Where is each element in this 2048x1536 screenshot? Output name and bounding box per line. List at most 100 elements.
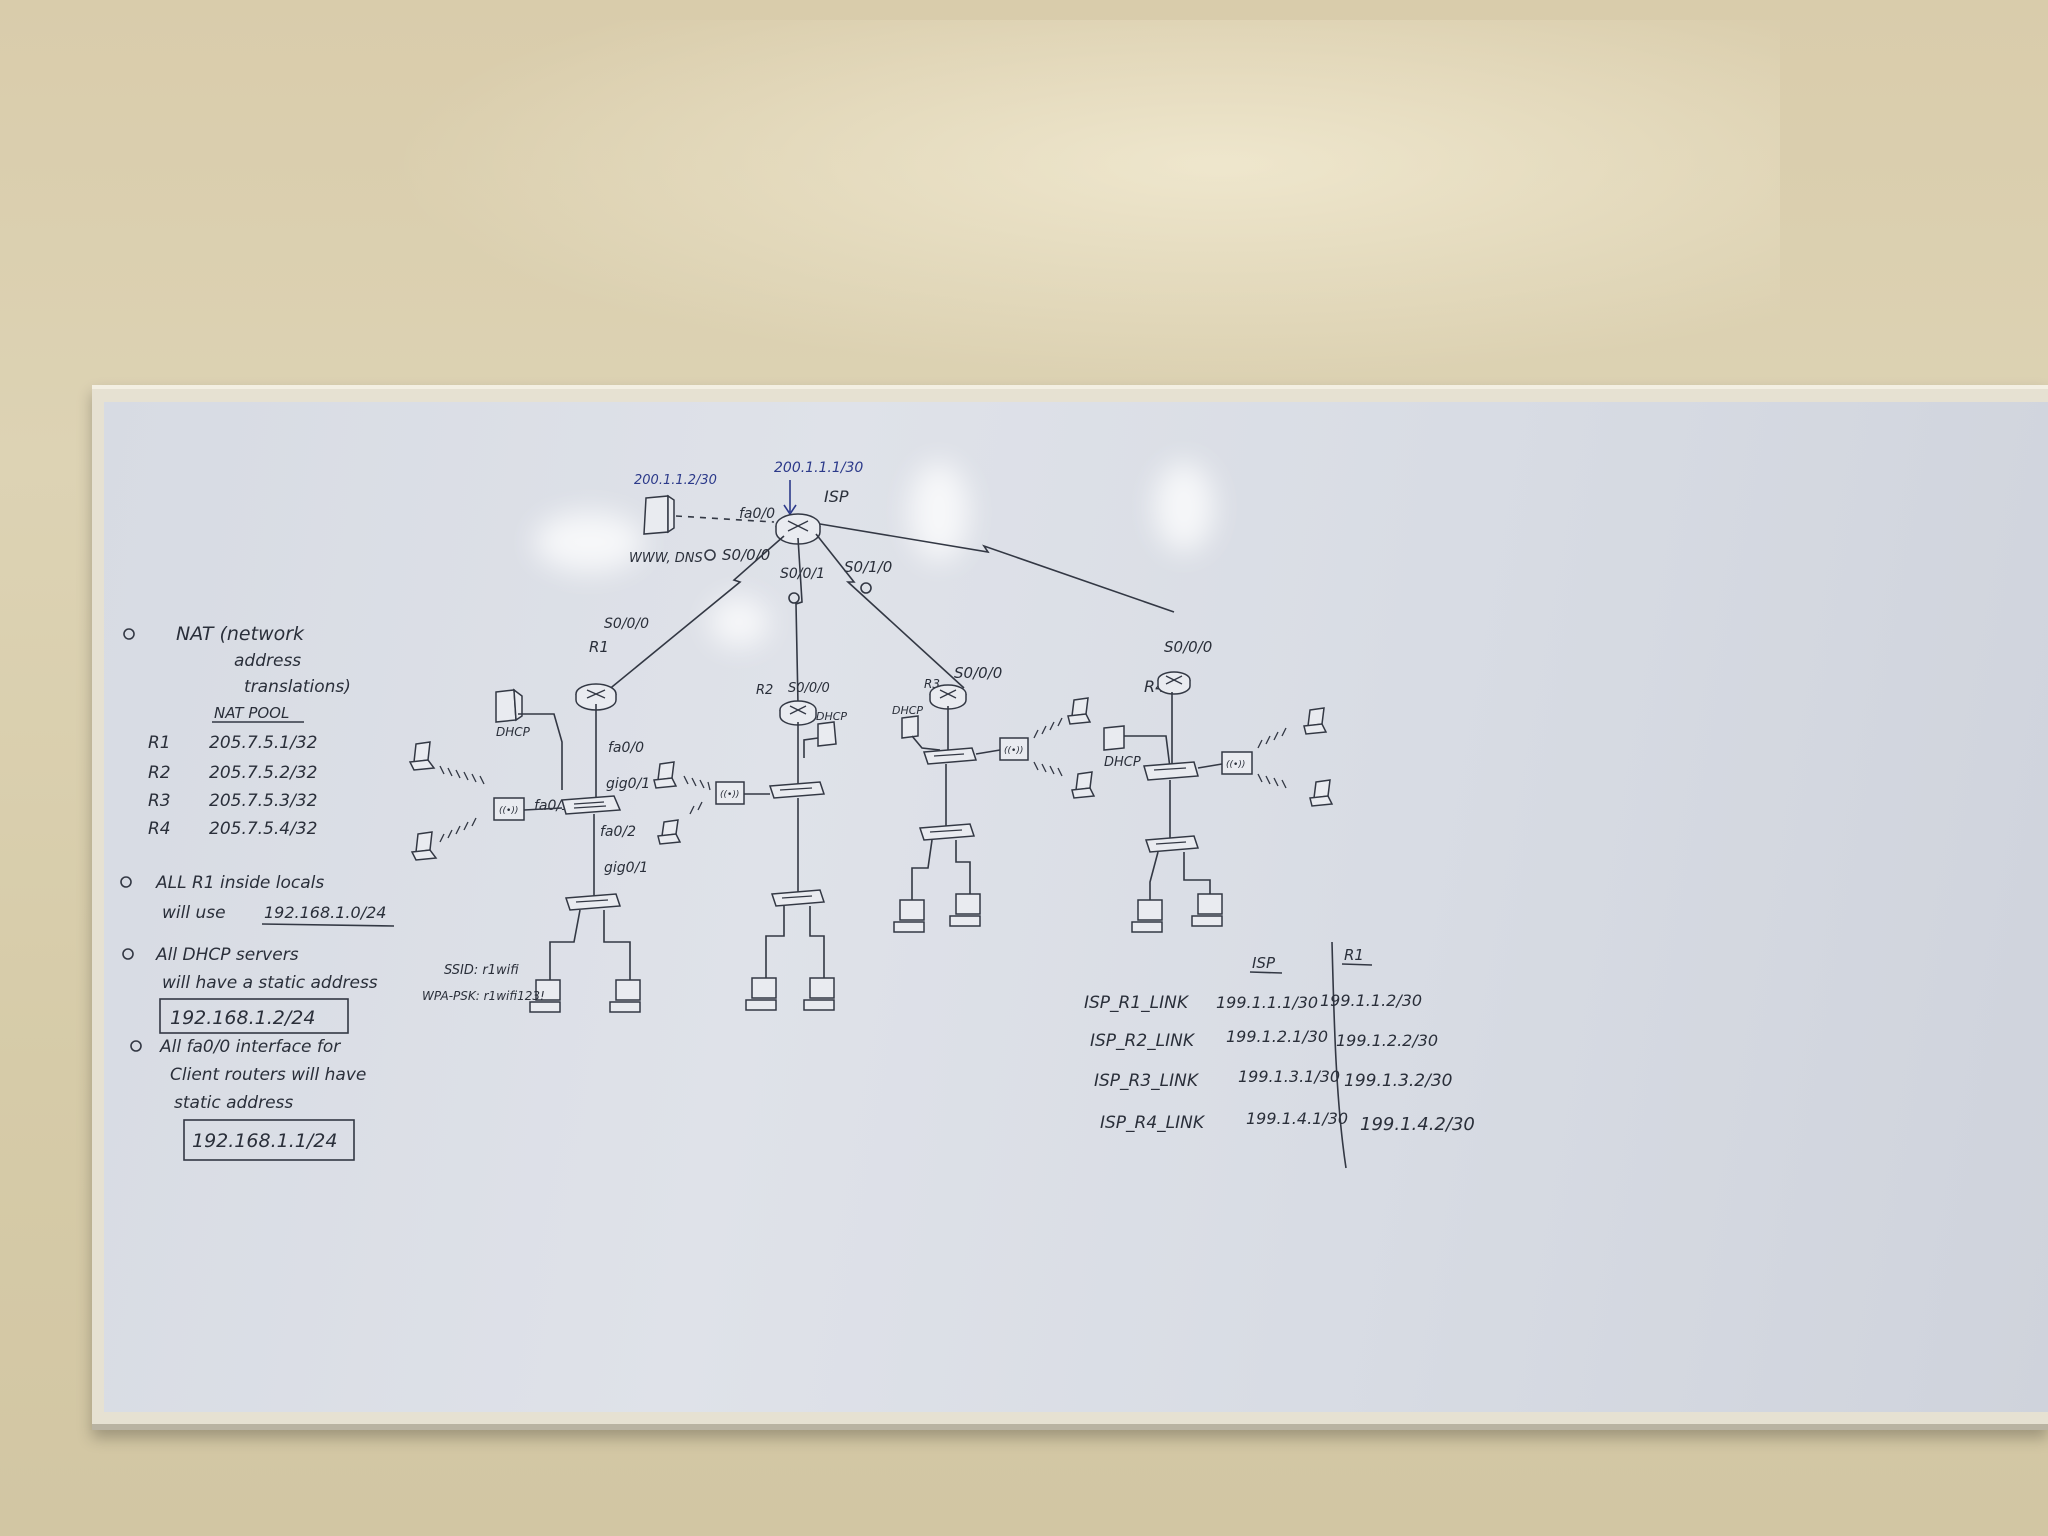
- router-icon: [575, 683, 617, 711]
- table-isp-address: 199.1.4.1/30: [1246, 1109, 1348, 1128]
- access-point-icon: ((•)): [715, 781, 745, 805]
- r1-label: R1: [589, 638, 609, 656]
- table-link-name: ISP_R2_LINK: [1090, 1031, 1196, 1051]
- nat-pool-heading: NAT POOL: [214, 704, 289, 722]
- dhcp-label: DHCP: [892, 704, 923, 717]
- table-r1-address: 199.1.4.2/30: [1360, 1114, 1475, 1135]
- svg-text:((•)): ((•)): [1004, 746, 1023, 756]
- access-point-icon: ((•)): [1221, 751, 1253, 775]
- board-glare: [1154, 462, 1214, 552]
- svg-text:((•)): ((•)): [720, 790, 739, 800]
- board-glare: [909, 462, 969, 562]
- fa-static-address: 192.168.1.1/24: [192, 1130, 337, 1152]
- r2-site: R2 S0/0/0 DHCP ((•)): [653, 681, 847, 1011]
- r1-port-label: fa0/2: [600, 824, 636, 840]
- table-divider: [1331, 941, 1347, 1169]
- board-glare: [534, 512, 644, 572]
- switch-icon: [918, 823, 976, 841]
- pool-router: R1: [148, 733, 171, 753]
- server-icon: [643, 494, 675, 535]
- wifi-ssid: SSID: r1wifi: [444, 963, 519, 978]
- board-glare: [709, 597, 769, 647]
- isp-fa-port: fa0/0: [739, 506, 775, 522]
- isp-section: 200.1.1.1/30 200.1.1.2/30 ISP fa0/0 WWW,…: [629, 460, 892, 604]
- laptop-icon: [408, 741, 436, 771]
- laptop-icon: [1309, 779, 1334, 807]
- table-link-name: ISP_R4_LINK: [1100, 1113, 1206, 1133]
- dhcp-server-icon: [817, 721, 837, 747]
- pool-router: R3: [148, 791, 171, 811]
- address-underline: [261, 923, 395, 927]
- wifi-psk: WPA-PSK: r1wifi123!: [422, 989, 545, 1003]
- table-isp-address: 199.1.3.1/30: [1238, 1067, 1340, 1086]
- r3-serial-label: S0/0/0: [954, 664, 1002, 682]
- bullet-icon: [123, 628, 135, 640]
- pc-icon: [949, 893, 981, 927]
- server-label: WWW, DNS: [629, 551, 703, 566]
- bullet-icon: [120, 876, 132, 888]
- isp-serial-s010: S0/1/0: [844, 558, 892, 576]
- link-address-table: ISP R1 ISP_R1_LINK 199.1.1.1/30 199.1.1.…: [1084, 941, 1475, 1169]
- pc-icon: [1191, 893, 1223, 927]
- switch-icon: [1143, 761, 1199, 781]
- pool-address: 205.7.5.1/32: [209, 733, 317, 753]
- server-address: 200.1.1.2/30: [634, 473, 717, 488]
- arrow-head: [783, 504, 797, 516]
- fa-note-line2: Client routers will have: [170, 1065, 366, 1085]
- inside-locals-address: 192.168.1.0/24: [264, 903, 386, 922]
- table-column-r1: R1: [1344, 946, 1364, 964]
- table-column-isp: ISP: [1252, 954, 1276, 972]
- bullet-icon: [860, 582, 872, 594]
- dhcp-note-line2: will have a static address: [162, 973, 378, 993]
- r2-serial-label: S0/0/0: [788, 681, 830, 696]
- dhcp-server-icon: [495, 688, 523, 723]
- serial-link-r4: [819, 523, 1175, 613]
- laptop-icon: [1303, 707, 1328, 735]
- wan-links: [595, 523, 1175, 705]
- r1-port-label: fa0/0: [608, 740, 644, 756]
- table-isp-address: 199.1.2.1/30: [1226, 1027, 1328, 1046]
- bullet-icon: [704, 549, 716, 561]
- switch-icon: [768, 781, 826, 799]
- table-link-name: ISP_R1_LINK: [1084, 993, 1190, 1013]
- router-icon: [929, 684, 967, 710]
- dhcp-server-icon: [1103, 725, 1125, 751]
- server-link: [675, 515, 775, 523]
- fa-note-line3: static address: [174, 1093, 293, 1113]
- inside-locals-line2: will use: [162, 903, 226, 923]
- r1-site: S0/0/0 R1 fa0/0 gig0/1 fa0/1 fa0/2 gig0/…: [408, 616, 650, 1013]
- switch-icon: [770, 889, 826, 907]
- dhcp-server-icon: [901, 715, 919, 739]
- dhcp-address-box: [159, 998, 349, 1034]
- pool-address: 205.7.5.2/32: [209, 763, 317, 783]
- isp-address: 200.1.1.1/30: [774, 460, 863, 476]
- laptop-icon: [1067, 697, 1092, 725]
- nat-title: NAT (network: [176, 623, 305, 645]
- r3-site: S0/0/0 R3 DHCP ((•)): [892, 664, 1096, 933]
- nat-title-line3: translations): [244, 677, 351, 697]
- pc-icon: [893, 899, 925, 933]
- dhcp-label: DHCP: [1104, 755, 1141, 770]
- table-isp-address: 199.1.1.1/30: [1216, 993, 1318, 1012]
- r2-label: R2: [756, 683, 773, 698]
- access-point-icon: ((•)): [493, 797, 525, 821]
- pc-icon: [803, 977, 835, 1011]
- notes-section: NAT (network address translations) NAT P…: [120, 623, 395, 1161]
- dhcp-static-address: 192.168.1.2/24: [170, 1007, 315, 1029]
- pc-icon: [609, 979, 641, 1013]
- r1-port-label: fa0/1: [534, 798, 570, 814]
- table-r1-address: 199.1.3.2/30: [1344, 1071, 1452, 1091]
- switch-icon: [564, 893, 622, 911]
- whiteboard: NAT (network address translations) NAT P…: [104, 402, 2048, 1412]
- isp-label: ISP: [824, 487, 849, 506]
- serial-link-r2: [795, 537, 803, 705]
- isp-serial-s001: S0/0/1: [780, 566, 825, 582]
- switch-icon: [561, 795, 622, 815]
- pc-icon: [529, 979, 561, 1013]
- router-icon: [779, 700, 817, 726]
- fa-address-box: [183, 1119, 355, 1161]
- fa-note-line1: All fa0/0 interface for: [159, 1037, 341, 1057]
- pool-router: R2: [148, 763, 171, 783]
- bullet-icon: [122, 948, 134, 960]
- dhcp-label: DHCP: [816, 710, 847, 723]
